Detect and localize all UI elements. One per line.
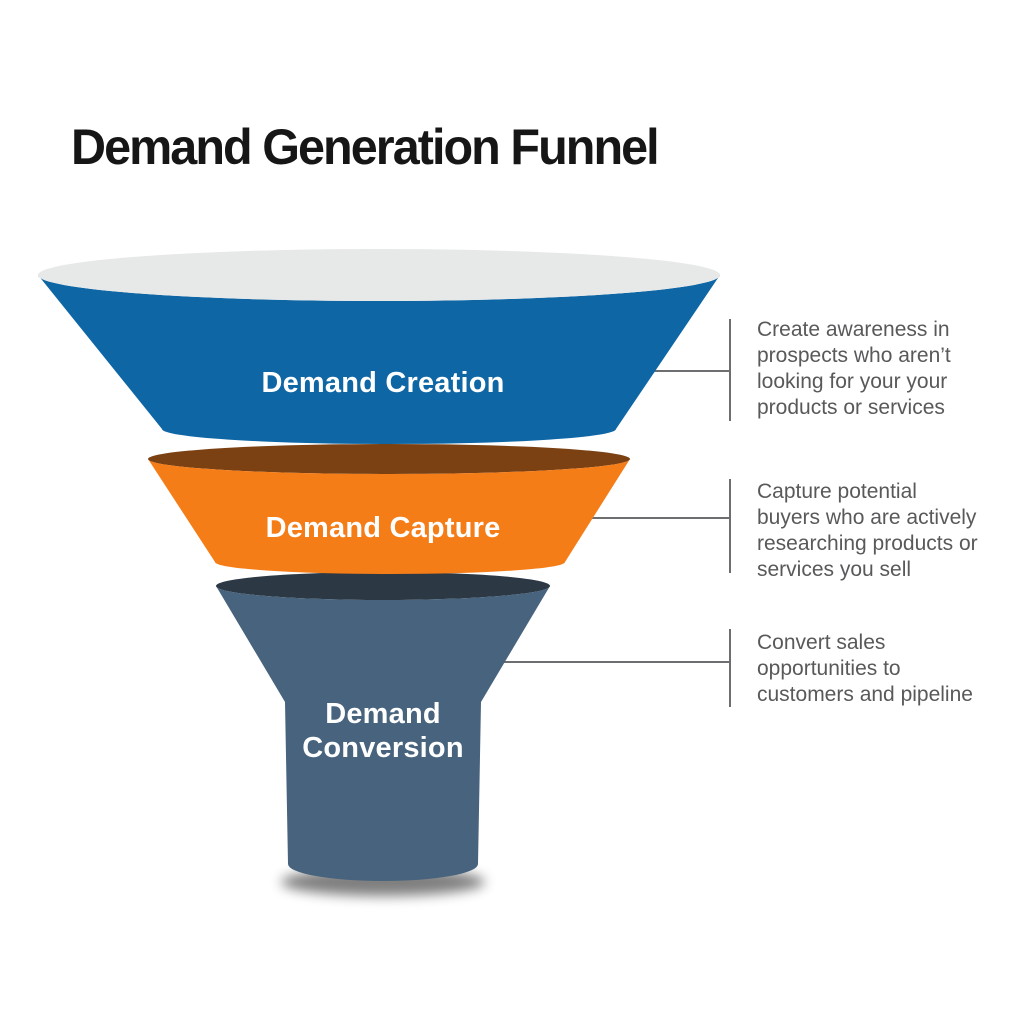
page-title: Demand Generation Funnel	[71, 119, 660, 175]
stage-demand-capture-rim	[148, 444, 630, 474]
stage-label-demand-creation: Demand Creation	[261, 367, 505, 399]
stage-label-demand-conversion: Demand Conversion	[302, 698, 464, 764]
stage-demand-capture-body	[148, 459, 630, 574]
stage-demand-conversion-rim	[216, 572, 550, 600]
annotation-demand-capture: Capture potential buyers who are activel…	[757, 480, 978, 581]
stage-demand-conversion-shape	[216, 572, 550, 881]
stage-label-demand-capture: Demand Capture	[265, 512, 501, 544]
annotation-demand-creation: Create awareness in prospects who aren’t…	[757, 318, 951, 419]
connector-lines	[492, 319, 731, 707]
stage-demand-capture-shape	[148, 444, 630, 574]
annotation-demand-conversion: Convert sales opportunities to customers…	[757, 631, 973, 706]
stage-demand-conversion-body	[216, 586, 550, 881]
funnel-mouth-ellipse	[38, 249, 720, 301]
stage-demand-creation-body	[38, 275, 720, 444]
stage-demand-creation-shape	[38, 249, 720, 444]
